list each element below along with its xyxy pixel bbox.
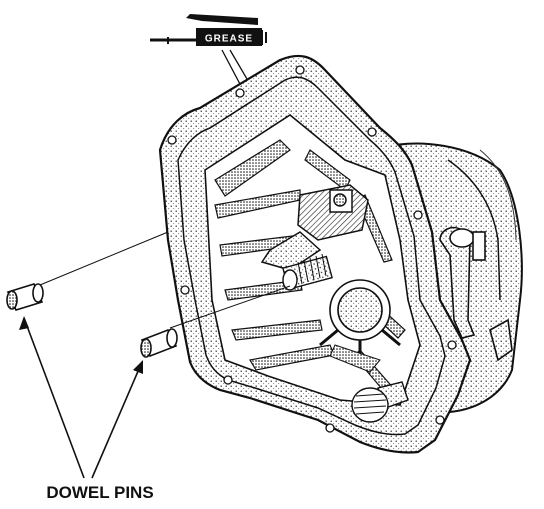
dowel-alignment-lines [39, 231, 291, 329]
grease-label: GREASE [205, 34, 253, 45]
dowel-pin-upper [6, 283, 44, 311]
transmission-housing [158, 54, 523, 454]
output-shaft [351, 381, 409, 423]
dowel-leader-lines [23, 317, 143, 479]
dowel-pins-label: DOWEL PINS [46, 483, 153, 502]
bearing-boss [319, 279, 401, 373]
grease-tag-icon [150, 14, 267, 46]
dowel-arrowhead [133, 360, 143, 374]
shift-lever [439, 226, 513, 362]
dowel-arrowhead [19, 316, 29, 330]
dowel-pin-lower [140, 328, 178, 358]
input-shaft [282, 253, 333, 291]
